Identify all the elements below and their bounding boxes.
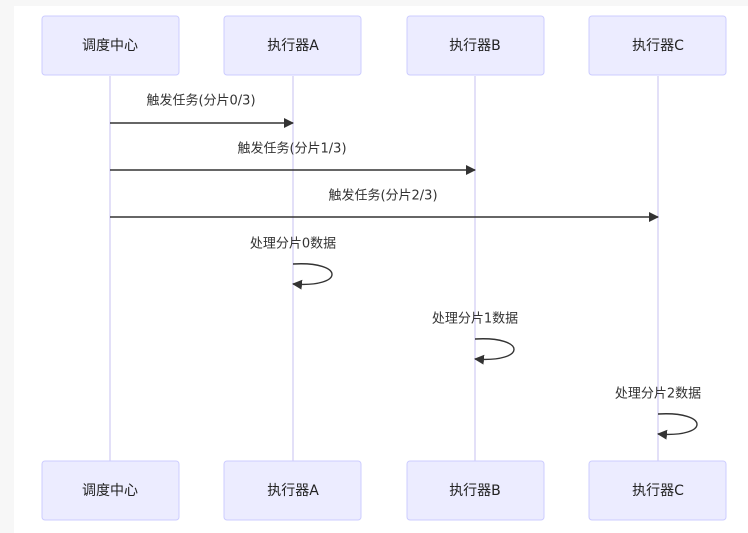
message-arrow-process-0 — [292, 263, 333, 290]
actor-label: 执行器B — [449, 483, 501, 499]
message-label-process-0: 处理分片0数据 — [250, 237, 336, 252]
actor-bottom-executor-a: 执行器A — [223, 460, 362, 521]
actor-label: 执行器B — [449, 38, 501, 54]
actor-label: 执行器C — [632, 38, 684, 54]
actor-bottom-executor-b: 执行器B — [406, 460, 545, 521]
actor-label: 执行器A — [267, 38, 319, 54]
sequence-diagram: 调度中心 执行器A 执行器B 执行器C 触发任务(分片0/3) 触发任务(分片1… — [41, 15, 727, 521]
actor-top-executor-a: 执行器A — [223, 15, 362, 76]
actor-label: 执行器A — [267, 483, 319, 499]
diagram-canvas: 调度中心 执行器A 执行器B 执行器C 触发任务(分片0/3) 触发任务(分片1… — [14, 6, 748, 533]
actor-label: 调度中心 — [82, 38, 138, 54]
actor-bottom-executor-c: 执行器C — [588, 460, 727, 521]
actor-top-scheduler: 调度中心 — [41, 15, 180, 76]
message-label-trigger-2: 触发任务(分片2/3) — [328, 188, 437, 204]
message-label-process-2: 处理分片2数据 — [615, 387, 701, 402]
message-arrow-process-2 — [657, 413, 698, 440]
message-arrow-process-1 — [474, 338, 515, 365]
message-label-process-1: 处理分片1数据 — [432, 312, 518, 327]
actor-label: 执行器C — [632, 483, 684, 499]
message-label-trigger-1: 触发任务(分片1/3) — [237, 141, 346, 157]
message-label-trigger-0: 触发任务(分片0/3) — [146, 93, 255, 109]
actor-top-executor-b: 执行器B — [406, 15, 545, 76]
actor-label: 调度中心 — [82, 483, 138, 499]
actor-top-executor-c: 执行器C — [588, 15, 727, 76]
actor-bottom-scheduler: 调度中心 — [41, 460, 180, 521]
